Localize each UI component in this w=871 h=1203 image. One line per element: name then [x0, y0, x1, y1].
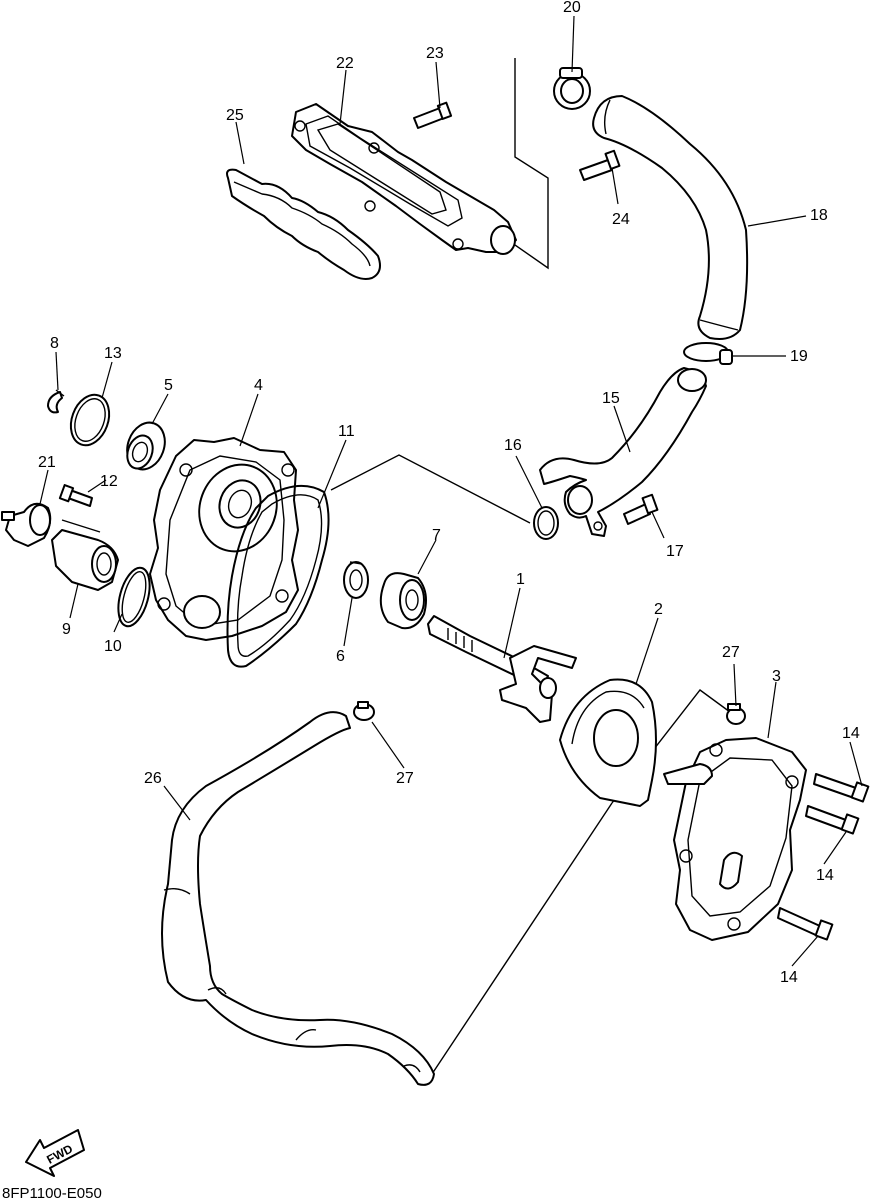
callout-8: 8: [50, 335, 59, 352]
part-3-pump-cover: [663, 737, 807, 941]
part-7-mechanical-seal: [379, 572, 427, 630]
callout-5: 5: [164, 377, 173, 394]
callout-4: 4: [254, 377, 263, 394]
part-26-hose: [161, 711, 435, 1086]
part-25-gasket: [226, 168, 381, 280]
part-9-fitting: [51, 529, 119, 591]
callout-6: 6: [336, 648, 345, 665]
callout-14-top: 14: [842, 725, 860, 742]
callout-27-left: 27: [396, 770, 414, 787]
part-1-shaft: [427, 615, 577, 723]
callout-14-middle: 14: [816, 867, 834, 884]
callout-24: 24: [612, 211, 630, 228]
callout-10: 10: [104, 638, 122, 655]
part-20-clamp: [553, 67, 591, 110]
callout-27-right: 27: [722, 644, 740, 661]
callout-12: 12: [100, 473, 118, 490]
callout-9: 9: [62, 621, 71, 638]
part-11-o-ring: [226, 485, 330, 668]
part-13-o-ring: [69, 393, 111, 447]
part-14-bolts: [777, 773, 870, 941]
callout-labels: 20 22 23 25 24 18 19 8 13 5 4 11 16 15 1…: [38, 0, 860, 986]
part-16-o-ring: [533, 506, 559, 540]
part-5-bearing: [126, 421, 166, 471]
part-22-cover: [291, 103, 517, 255]
callout-7: 7: [432, 527, 441, 544]
part-15-pipe: [539, 367, 707, 537]
part-4-pump-housing: [149, 437, 299, 641]
callout-1: 1: [516, 571, 525, 588]
part-21-union: [1, 502, 52, 547]
callout-18: 18: [810, 207, 828, 224]
part-12-bolt: [58, 484, 93, 507]
part-27-clamp-right: [726, 703, 746, 725]
callout-22: 22: [336, 55, 354, 72]
callout-19: 19: [790, 348, 808, 365]
callout-2: 2: [654, 601, 663, 618]
callout-16: 16: [504, 437, 522, 454]
callout-23: 23: [426, 45, 444, 62]
fwd-arrow-icon: FWD: [25, 1129, 85, 1177]
callout-25: 25: [226, 107, 244, 124]
leader-lines: [39, 15, 863, 967]
part-17-bolt: [623, 493, 659, 525]
callout-21: 21: [38, 454, 56, 471]
callout-14-bottom: 14: [780, 969, 798, 986]
callout-17: 17: [666, 543, 684, 560]
callout-11: 11: [338, 423, 355, 440]
part-19-clamp: [683, 342, 733, 365]
part-8-circlip: [47, 389, 65, 414]
callout-20: 20: [563, 0, 581, 16]
callout-15: 15: [602, 390, 620, 407]
callout-26: 26: [144, 770, 162, 787]
callout-13: 13: [104, 345, 122, 362]
part-18-hose: [592, 95, 749, 340]
part-6-seal: [343, 561, 369, 599]
drawing-code: 8FP1100-E050: [2, 1185, 102, 1202]
part-27-clamp-left: [353, 701, 375, 721]
part-23-bolt: [413, 101, 453, 129]
part-10-o-ring: [117, 566, 151, 628]
part-2-plate: [559, 678, 657, 807]
callout-3: 3: [772, 668, 781, 685]
